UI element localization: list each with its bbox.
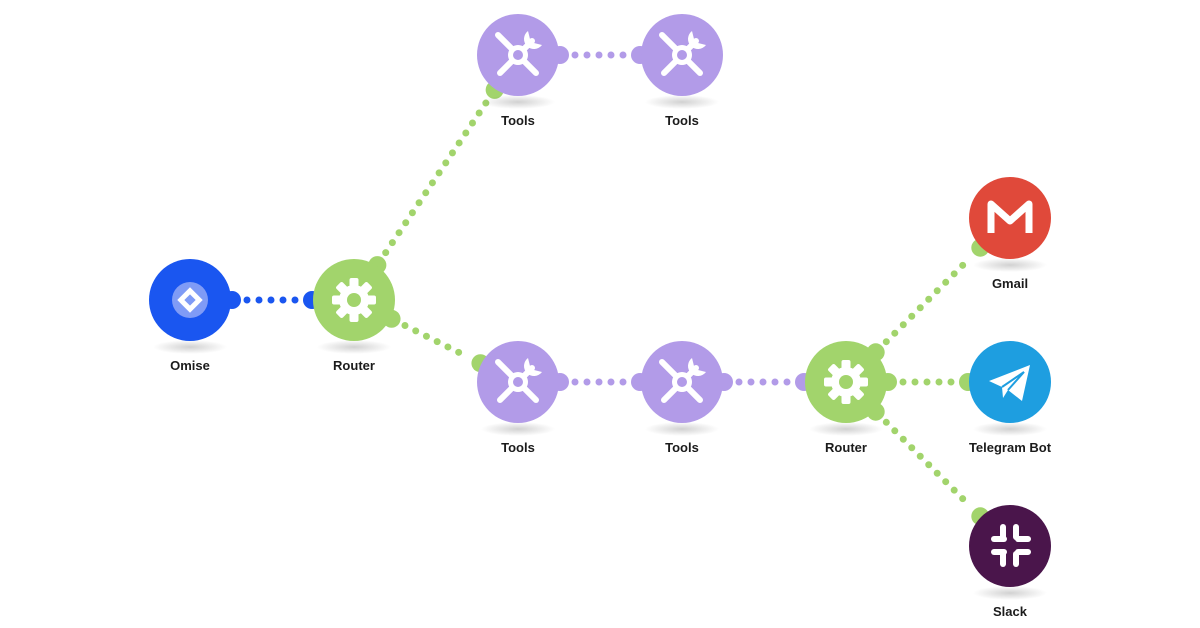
module-label: Router [825, 440, 867, 455]
tools-icon [659, 31, 706, 76]
module-label: Omise [170, 358, 210, 373]
module-shadow [973, 258, 1047, 272]
module-label: Tools [501, 113, 535, 128]
module-shadow [481, 422, 555, 436]
module-shadow [645, 422, 719, 436]
module-router2[interactable]: Router [805, 341, 887, 455]
module-label: Tools [501, 440, 535, 455]
connection-tools3-tools4[interactable] [551, 373, 649, 391]
module-shadow [973, 422, 1047, 436]
connection-line [882, 418, 974, 510]
module-omise[interactable]: Omise [149, 259, 231, 373]
connection-router2-telegram[interactable] [879, 373, 977, 391]
module-shadow [153, 340, 227, 354]
module-gmail[interactable]: Gmail [969, 177, 1051, 291]
gear-icon [332, 278, 376, 322]
module-tools2[interactable]: Tools [641, 14, 723, 128]
connection-router2-gmail[interactable] [866, 238, 990, 362]
module-bubble[interactable] [969, 505, 1051, 587]
gmail-icon [987, 200, 1033, 233]
module-telegram[interactable]: Telegram Bot [969, 341, 1052, 455]
connection-line [382, 98, 490, 257]
gear-icon [824, 360, 868, 404]
module-shadow [481, 95, 555, 109]
connection-omise-router1[interactable] [223, 291, 321, 309]
connection-line [882, 254, 974, 346]
module-label: Tools [665, 113, 699, 128]
module-tools1[interactable]: Tools [477, 14, 559, 128]
module-label: Router [333, 358, 375, 373]
connection-router2-slack[interactable] [866, 402, 990, 526]
connection-tools1-tools2[interactable] [551, 46, 649, 64]
tools-icon [495, 358, 542, 403]
module-label: Gmail [992, 276, 1028, 291]
tools-icon [659, 358, 706, 403]
slack-icon [991, 524, 1031, 567]
module-label: Tools [665, 440, 699, 455]
connection-router1-tools3[interactable] [382, 309, 490, 373]
tools-icon [495, 31, 542, 76]
connection-router1-tools1[interactable] [368, 80, 504, 275]
telegram-icon [989, 365, 1030, 401]
module-shadow [973, 586, 1047, 600]
module-router1[interactable]: Router [313, 259, 395, 373]
module-shadow [645, 95, 719, 109]
module-label: Telegram Bot [969, 440, 1052, 455]
module-shadow [317, 340, 391, 354]
omise-logo-icon [172, 282, 208, 318]
module-slack[interactable]: Slack [969, 505, 1051, 619]
module-shadow [809, 422, 883, 436]
module-tools4[interactable]: Tools [641, 341, 723, 455]
connection-tools4-router2[interactable] [715, 373, 813, 391]
module-label: Slack [993, 604, 1028, 619]
module-tools3[interactable]: Tools [477, 341, 559, 455]
connection-line [401, 321, 471, 361]
